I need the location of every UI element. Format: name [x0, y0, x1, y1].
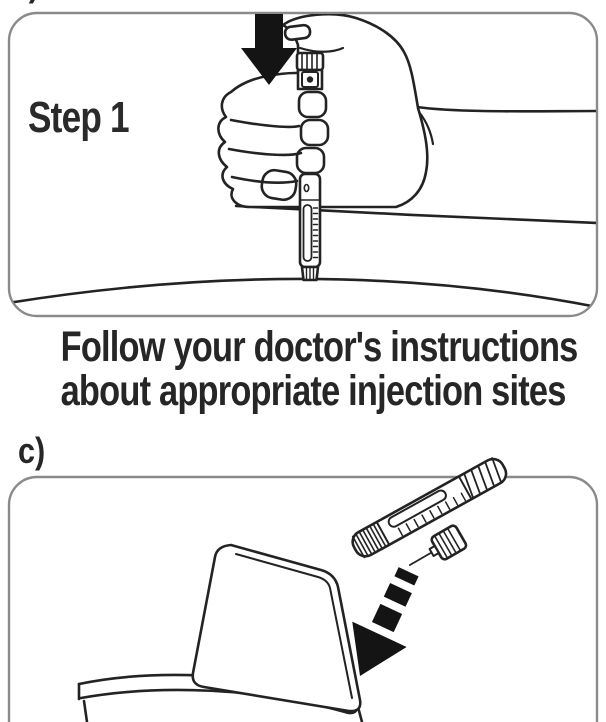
- panel-caption: Follow your doctor's instructions about …: [0, 325, 606, 413]
- sharps-container-illustration: [77, 543, 364, 722]
- injection-pen: [295, 51, 325, 282]
- needle: [408, 551, 433, 566]
- disposal-panel-illustration: [7, 457, 599, 722]
- down-arrow-icon: [241, 14, 297, 85]
- injection-pen: [351, 457, 508, 559]
- forearm-illustration: [234, 105, 596, 225]
- section-label-b-partial: b): [10, 0, 39, 5]
- segmented-down-arrow-icon: [352, 567, 419, 676]
- scale-window: [302, 204, 313, 262]
- capped-needle-illustration: [408, 524, 468, 566]
- step-title: Step 1: [28, 93, 130, 142]
- fingers-illustration: [227, 90, 330, 202]
- container-open-lid: [191, 543, 362, 713]
- section-label-c: c): [18, 430, 46, 471]
- thumb-nail: [283, 23, 312, 42]
- caption-line-1: Follow your doctor's instructions: [60, 323, 579, 371]
- scale-window: [387, 489, 447, 528]
- caption-line-2: about appropriate injection sites: [60, 367, 567, 415]
- step-panel-illustration: [7, 11, 599, 318]
